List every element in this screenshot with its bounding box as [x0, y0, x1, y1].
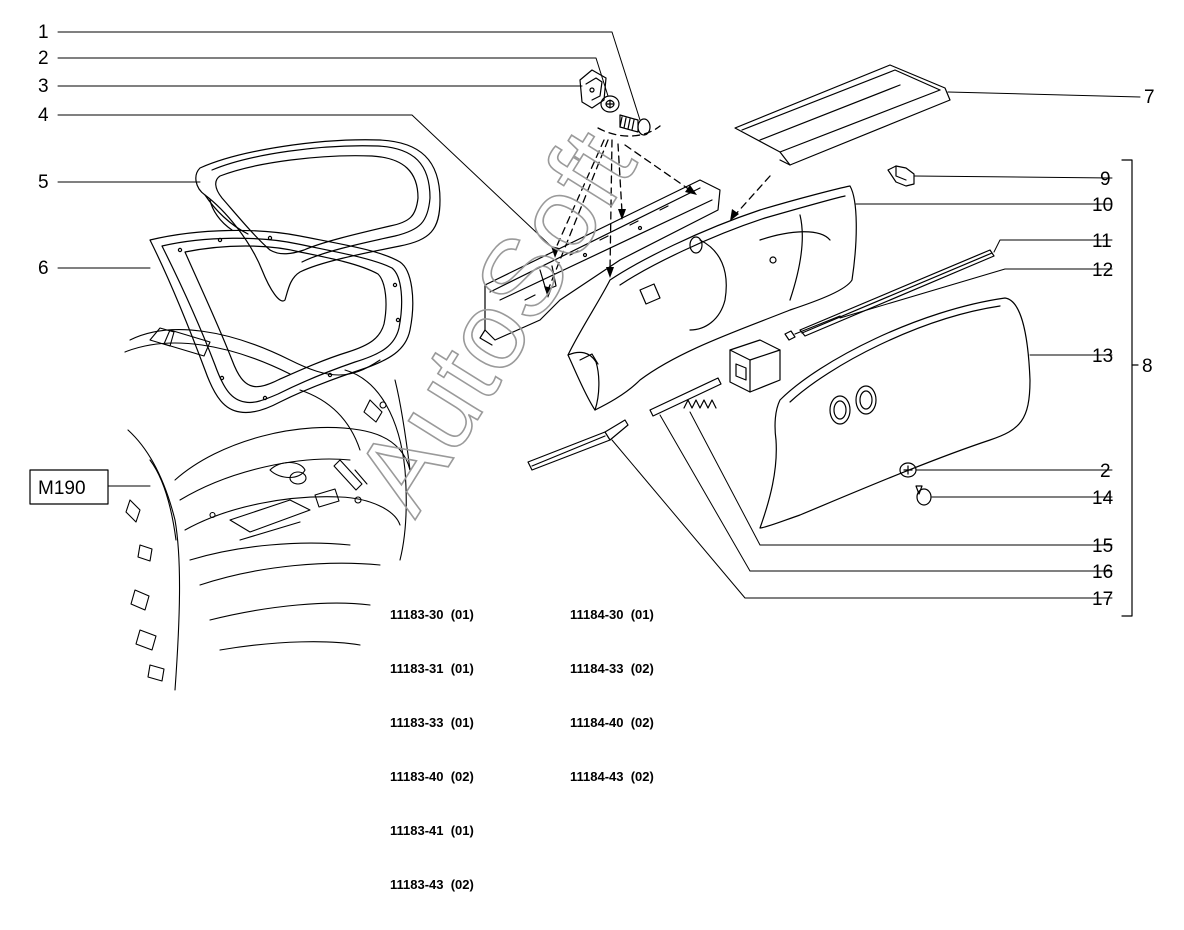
callout-labels: 1 2 3 4 5 6 7 8 9 10 11 12 13 2 14 15 16… [38, 22, 1155, 610]
dashboard-outline [124, 327, 411, 691]
lock-block [729, 339, 781, 393]
part-3-clip [579, 69, 607, 109]
reference-box-label: M190 [38, 478, 86, 499]
part-12-rod [784, 315, 841, 341]
variant-code: 11184-43 (02) [570, 769, 654, 784]
callout-16: 16 [1092, 562, 1113, 583]
callout-1: 1 [38, 22, 49, 43]
callout-6: 6 [38, 258, 49, 279]
callout-14: 14 [1092, 488, 1114, 509]
part-1-screw [619, 114, 651, 136]
callout-15: 15 [1092, 536, 1113, 557]
reference-box-frame [29, 469, 109, 505]
model-variant-list: 11183-30 (01) 11183-31 (01) 11183-33 (01… [390, 570, 720, 892]
part-16-rod [649, 377, 722, 417]
part-10-glove-box [567, 185, 857, 411]
part-2-lower-washer [899, 462, 917, 478]
callout-7: 7 [1144, 87, 1155, 108]
part-9-plug [887, 165, 915, 187]
callout-12: 12 [1092, 260, 1113, 281]
part-15-spring [683, 399, 717, 409]
leader-lines [57, 31, 1141, 599]
callout-17: 17 [1092, 589, 1113, 610]
part-13-lid [759, 297, 1031, 529]
part-5-upper-cover [195, 139, 441, 302]
part-7-cover-strip [734, 64, 951, 166]
arrow-heads [544, 185, 739, 298]
part-4-bracket [479, 179, 721, 346]
callout-11: 11 [1092, 231, 1112, 252]
part-17-trim [527, 419, 629, 471]
callout-2: 2 [38, 48, 49, 69]
watermark-text: AutoSoft [331, 110, 659, 533]
variant-column-right: 11184-30 (01) 11184-33 (02) 11184-40 (02… [570, 570, 654, 822]
variant-code: 11184-30 (01) [570, 607, 654, 622]
group-bracket [1121, 159, 1139, 617]
callout-5: 5 [38, 172, 49, 193]
callout-4: 4 [38, 105, 49, 126]
variant-code: 11183-43 (02) [390, 877, 474, 892]
callout-10: 10 [1092, 195, 1113, 216]
part-6-seal-frame [149, 229, 414, 414]
callout-9: 9 [1100, 169, 1111, 190]
callout-2-lower: 2 [1100, 461, 1111, 482]
callout-3: 3 [38, 76, 49, 97]
variant-code: 11183-33 (01) [390, 715, 474, 730]
variant-code: 11183-41 (01) [390, 823, 474, 838]
part-14-screw [915, 485, 932, 506]
exploded-parts-diagram: AutoSoft 1 2 3 4 5 6 7 8 9 10 11 12 13 2… [29, 22, 1155, 691]
variant-code: 11184-33 (02) [570, 661, 654, 676]
variant-code: 11183-30 (01) [390, 607, 474, 622]
variant-code: 11183-40 (02) [390, 769, 474, 784]
variant-code: 11184-40 (02) [570, 715, 654, 730]
variant-code: 11183-31 (01) [390, 661, 474, 676]
callout-8: 8 [1142, 356, 1153, 377]
part-2-washer [600, 95, 620, 113]
part-11-hinge-strip [799, 249, 995, 337]
variant-column-left: 11183-30 (01) 11183-31 (01) 11183-33 (01… [390, 570, 474, 930]
callout-13: 13 [1092, 346, 1113, 367]
